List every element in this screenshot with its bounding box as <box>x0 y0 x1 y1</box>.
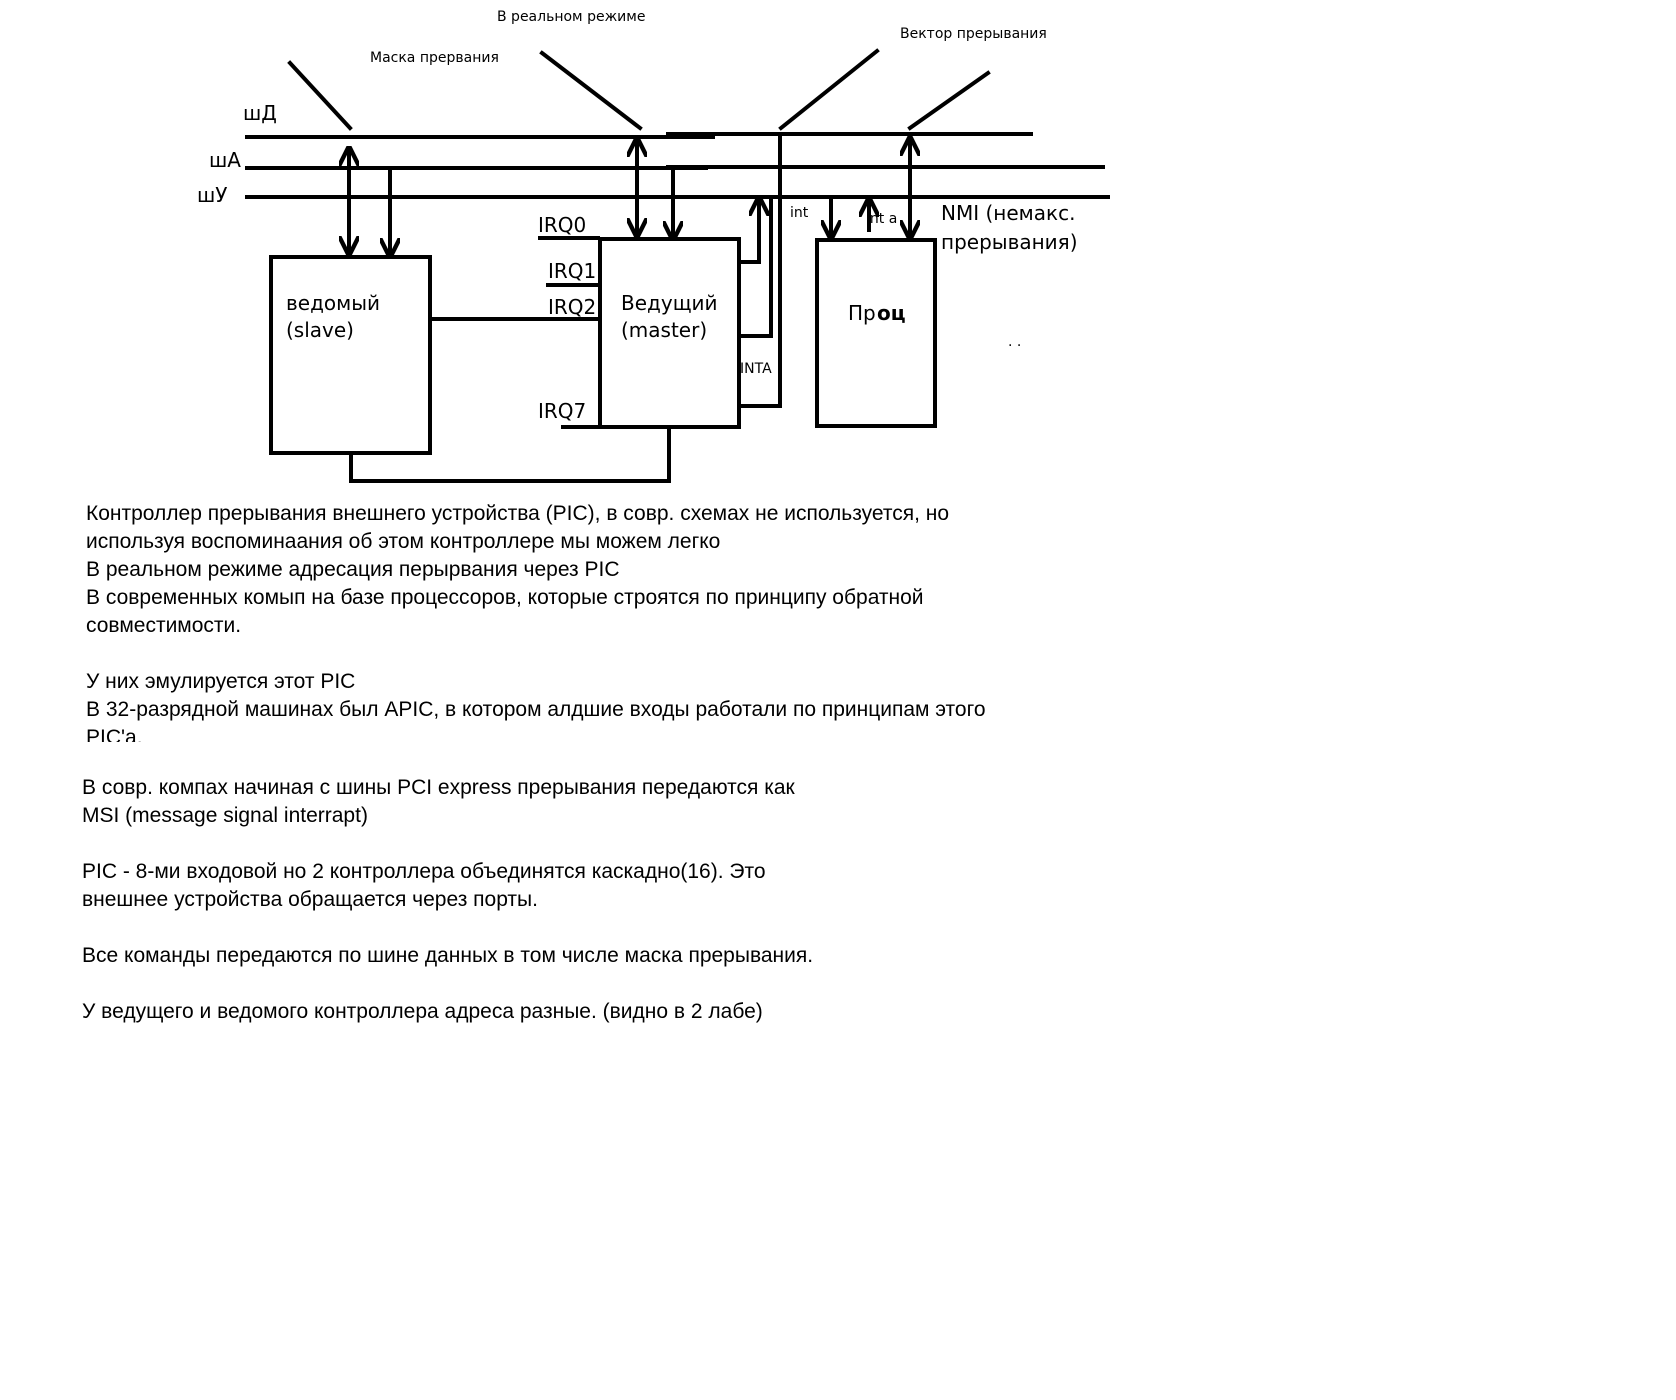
irq1-label: IRQ1 <box>548 259 596 283</box>
processor-label: Пр <box>848 301 876 325</box>
pic-diagram: В реальном режиме Маска прервания Вектор… <box>197 9 1110 483</box>
irq0-label: IRQ0 <box>538 213 586 237</box>
notes-block-4: PIC - 8-ми входовой но 2 контроллера объ… <box>82 858 766 914</box>
cascade-line <box>349 427 671 483</box>
inta-line <box>739 136 782 408</box>
notes-block-3: В совр. компах начиная с шины PCI expres… <box>82 774 795 830</box>
notes-block-2: У них эмулируется этот PIC В 32-разрядно… <box>86 668 986 742</box>
note-line: PIC'a. <box>86 726 143 742</box>
note-line: У ведущего и ведомого контроллера адреса… <box>82 1000 763 1023</box>
real-mode-leader-line <box>539 50 643 131</box>
stray-dots: · · <box>1008 338 1021 354</box>
int-a-label: int a <box>866 211 897 227</box>
vector-leader-line-2 <box>907 70 991 131</box>
nmi-label-2: прерывания) <box>941 230 1078 254</box>
int-line <box>739 200 759 264</box>
note-line: В современных комып на базе процессоров,… <box>86 586 924 609</box>
processor-box <box>815 238 937 428</box>
note-line: Все команды передаются по шине данных в … <box>82 944 814 967</box>
int-label: int <box>790 205 809 221</box>
note-line: В 32-разрядной машинах был APIC, в котор… <box>86 698 986 721</box>
mask-leader-line <box>287 60 353 131</box>
note-line: MSI (message signal interrapt) <box>82 804 368 827</box>
note-line: внешнее устройства обращается через порт… <box>82 888 538 911</box>
vector-label: Вектор прерывания <box>900 26 1047 42</box>
slave-label-2: (slave) <box>286 318 354 342</box>
note-line: совместимости. <box>86 614 242 637</box>
control-bus-label: шУ <box>197 183 228 207</box>
address-bus-label: шА <box>209 148 241 172</box>
irq7-label: IRQ7 <box>538 399 586 423</box>
slave-label-1: ведомый <box>286 291 380 315</box>
processor-scribble: оц <box>877 301 906 325</box>
note-line: В реальном режиме адресация перырвания ч… <box>86 558 620 581</box>
real-mode-label: В реальном режиме <box>497 9 645 25</box>
irq2-label: IRQ2 <box>548 295 596 319</box>
notes-block-5: Все команды передаются по шине данных в … <box>82 942 813 970</box>
inta-connector <box>739 195 773 338</box>
nmi-label-1: NMI (немакс. <box>941 201 1075 225</box>
notes-block-6: У ведущего и ведомого контроллера адреса… <box>82 998 763 1026</box>
master-label-2: (master) <box>621 318 707 342</box>
master-label-1: Ведущий <box>621 291 718 315</box>
note-line: У них эмулируется этот PIC <box>86 670 356 693</box>
inta-label: INTA <box>740 361 772 377</box>
note-line: Контроллер прерывания внешнего устройств… <box>86 502 950 525</box>
note-line: используя воспоминаания об этом контролл… <box>86 530 721 553</box>
slave-box <box>269 255 432 455</box>
vector-leader-line <box>778 48 880 131</box>
mask-label: Маска прервания <box>370 50 499 66</box>
note-line: PIC - 8-ми входовой но 2 контроллера объ… <box>82 860 766 883</box>
data-bus-label: шД <box>243 101 277 125</box>
note-line: В совр. компах начиная с шины PCI expres… <box>82 776 795 799</box>
notes-block-1: Контроллер прерывания внешнего устройств… <box>86 500 949 640</box>
